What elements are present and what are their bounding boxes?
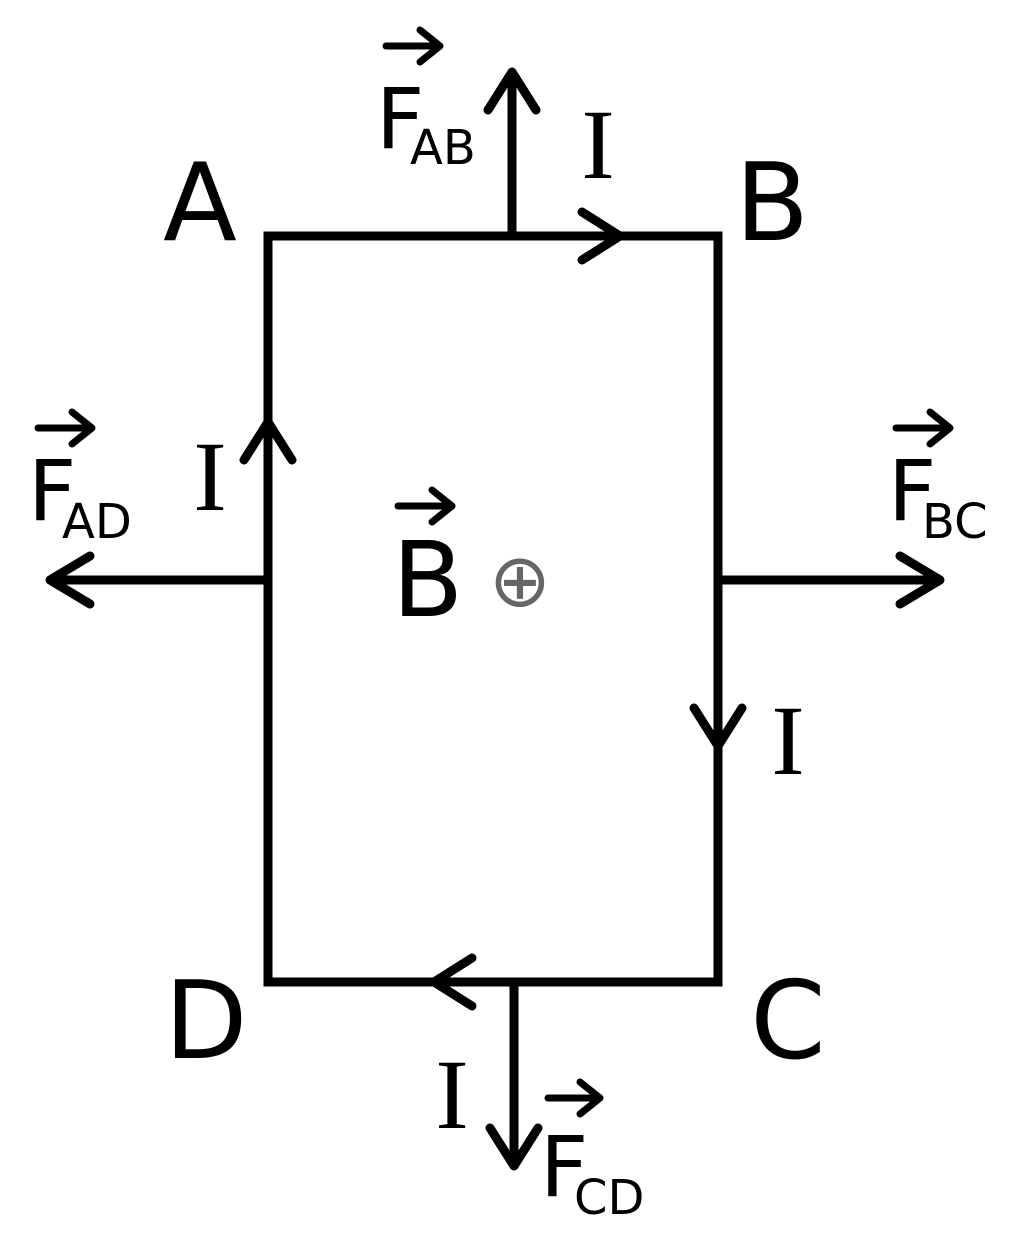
- current-arrow-da: [239, 417, 297, 465]
- force-label-ab: F AB: [376, 26, 476, 176]
- force-arrow-cd: [485, 977, 543, 1171]
- corner-label-c: C: [750, 959, 825, 1084]
- force-symbol: F: [888, 442, 936, 540]
- force-arrow-ab: [483, 67, 541, 241]
- force-arrow-ad: [45, 551, 273, 609]
- corner-label-d: D: [164, 959, 247, 1084]
- current-label-ab: I: [581, 89, 614, 200]
- vector-arrow-icon: [892, 408, 954, 448]
- force-subscript: AB: [410, 120, 476, 176]
- current-loop: [263, 231, 723, 987]
- current-label-da: I: [193, 421, 226, 532]
- force-label-bc: F BC: [888, 408, 988, 550]
- force-label-ad: F AD: [28, 408, 132, 550]
- vector-arrow-icon: [544, 1078, 604, 1118]
- current-arrow-bc: [689, 703, 747, 751]
- vector-arrow-icon: [382, 26, 444, 66]
- magnetic-field-label: B ⊕: [392, 486, 551, 641]
- into-page-symbol: ⊕: [489, 538, 551, 624]
- force-symbol: F: [28, 442, 76, 540]
- force-symbol: F: [376, 70, 424, 168]
- current-arrow-cd: [429, 953, 477, 1011]
- force-subscript: BC: [922, 494, 988, 550]
- current-label-cd: I: [435, 1039, 468, 1150]
- force-arrow-bc: [713, 551, 945, 609]
- force-subscript: AD: [62, 494, 132, 550]
- force-subscript: CD: [574, 1170, 644, 1226]
- corner-label-a: A: [163, 141, 237, 266]
- vector-arrow-icon: [34, 408, 96, 448]
- force-label-cd: F CD: [540, 1078, 644, 1226]
- current-arrow-ab: [577, 207, 625, 265]
- field-symbol: B: [392, 519, 463, 641]
- corner-label-b: B: [735, 141, 809, 266]
- vector-arrow-icon: [394, 486, 456, 526]
- current-label-bc: I: [771, 685, 804, 796]
- force-symbol: F: [540, 1118, 588, 1216]
